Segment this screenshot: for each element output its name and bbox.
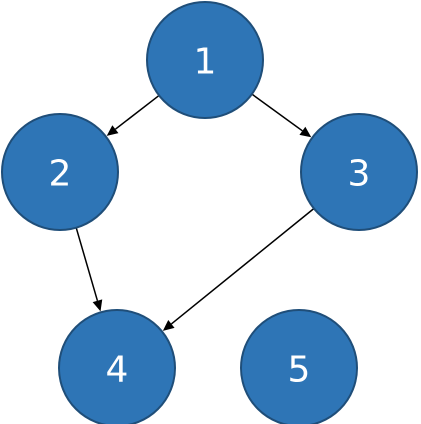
edge-3-to-4 <box>170 207 315 325</box>
node-circle-5 <box>240 309 358 424</box>
edge-1-to-2 <box>114 94 160 130</box>
arrowhead-1-to-3 <box>299 126 312 138</box>
arrowhead-3-to-4 <box>162 320 175 331</box>
node-4: 4 <box>58 309 176 424</box>
edges-layer <box>75 93 315 331</box>
node-label-4: 4 <box>106 350 129 391</box>
node-5: 5 <box>240 309 358 424</box>
node-circle-1 <box>146 1 264 119</box>
edge-1-to-3 <box>251 93 303 132</box>
arrowhead-2-to-4 <box>92 299 103 312</box>
node-label-3: 3 <box>348 154 371 195</box>
node-circle-3 <box>300 113 418 231</box>
arrowhead-1-to-2 <box>106 125 119 136</box>
node-label-5: 5 <box>288 350 311 391</box>
node-1: 1 <box>146 1 264 119</box>
node-label-2: 2 <box>49 154 72 195</box>
node-3: 3 <box>300 113 418 231</box>
node-circle-2 <box>1 113 119 231</box>
node-circle-4 <box>58 309 176 424</box>
node-label-1: 1 <box>194 42 217 83</box>
node-2: 2 <box>1 113 119 231</box>
edge-2-to-4 <box>75 227 99 301</box>
